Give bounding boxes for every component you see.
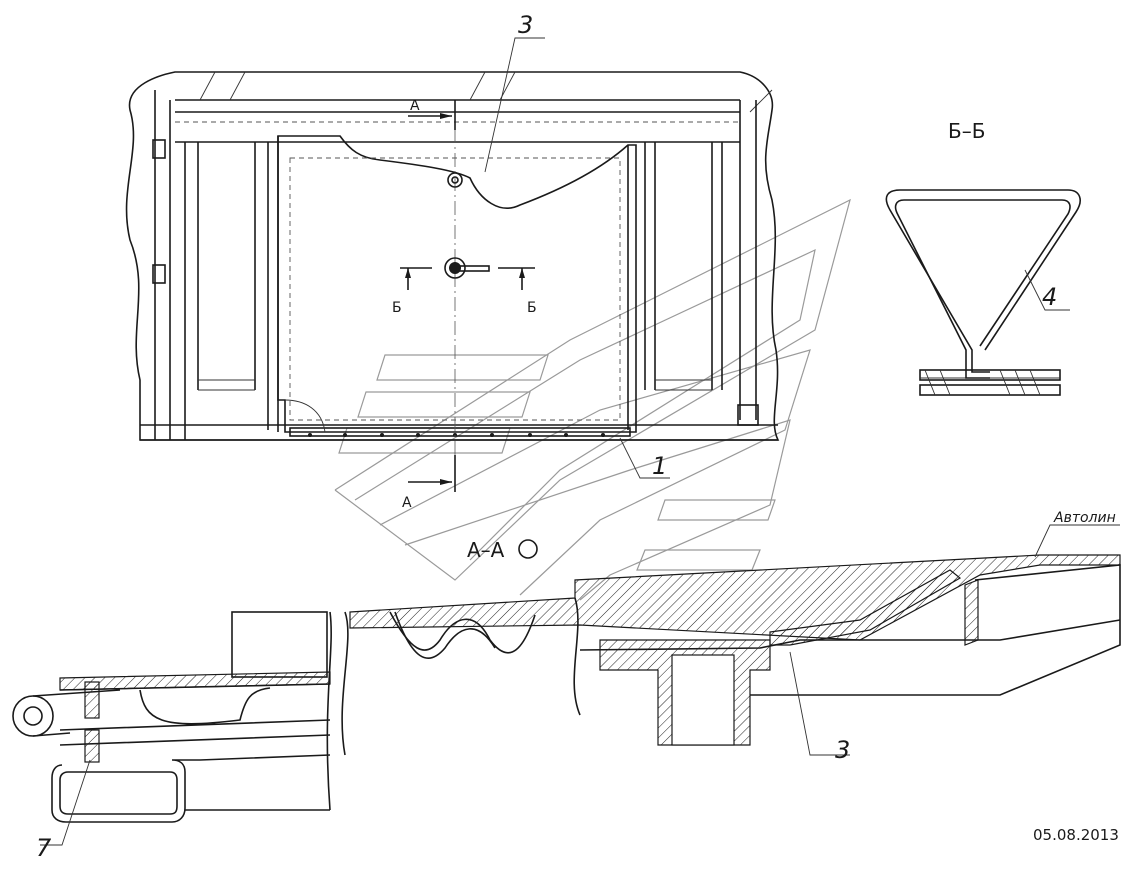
drawing-date: 05.08.2013 xyxy=(1033,826,1119,844)
section-aa-title: А–А xyxy=(467,538,505,562)
section-a-mark-bottom: А xyxy=(402,495,412,511)
callout-3-bottom: 3 xyxy=(835,736,850,764)
section-a-mark-top: А xyxy=(410,98,420,114)
hatch-panel xyxy=(277,135,637,433)
callout-1: 1 xyxy=(652,452,667,480)
callout-7: 7 xyxy=(36,834,52,862)
section-aa-marker xyxy=(518,539,538,559)
callout-3-top: 3 xyxy=(518,11,533,39)
section-aa-view xyxy=(12,524,1121,846)
callout-4: 4 xyxy=(1042,283,1057,311)
plan-view xyxy=(125,37,780,492)
material-note: Автолин xyxy=(1053,510,1116,526)
section-b-mark-right: Б xyxy=(527,300,537,316)
section-bb-view xyxy=(885,189,1081,396)
section-b-mark-left: Б xyxy=(392,300,402,316)
section-bb-title: Б–Б xyxy=(948,119,985,143)
plan-break-outline xyxy=(125,71,780,441)
watermark-logo xyxy=(334,198,851,601)
